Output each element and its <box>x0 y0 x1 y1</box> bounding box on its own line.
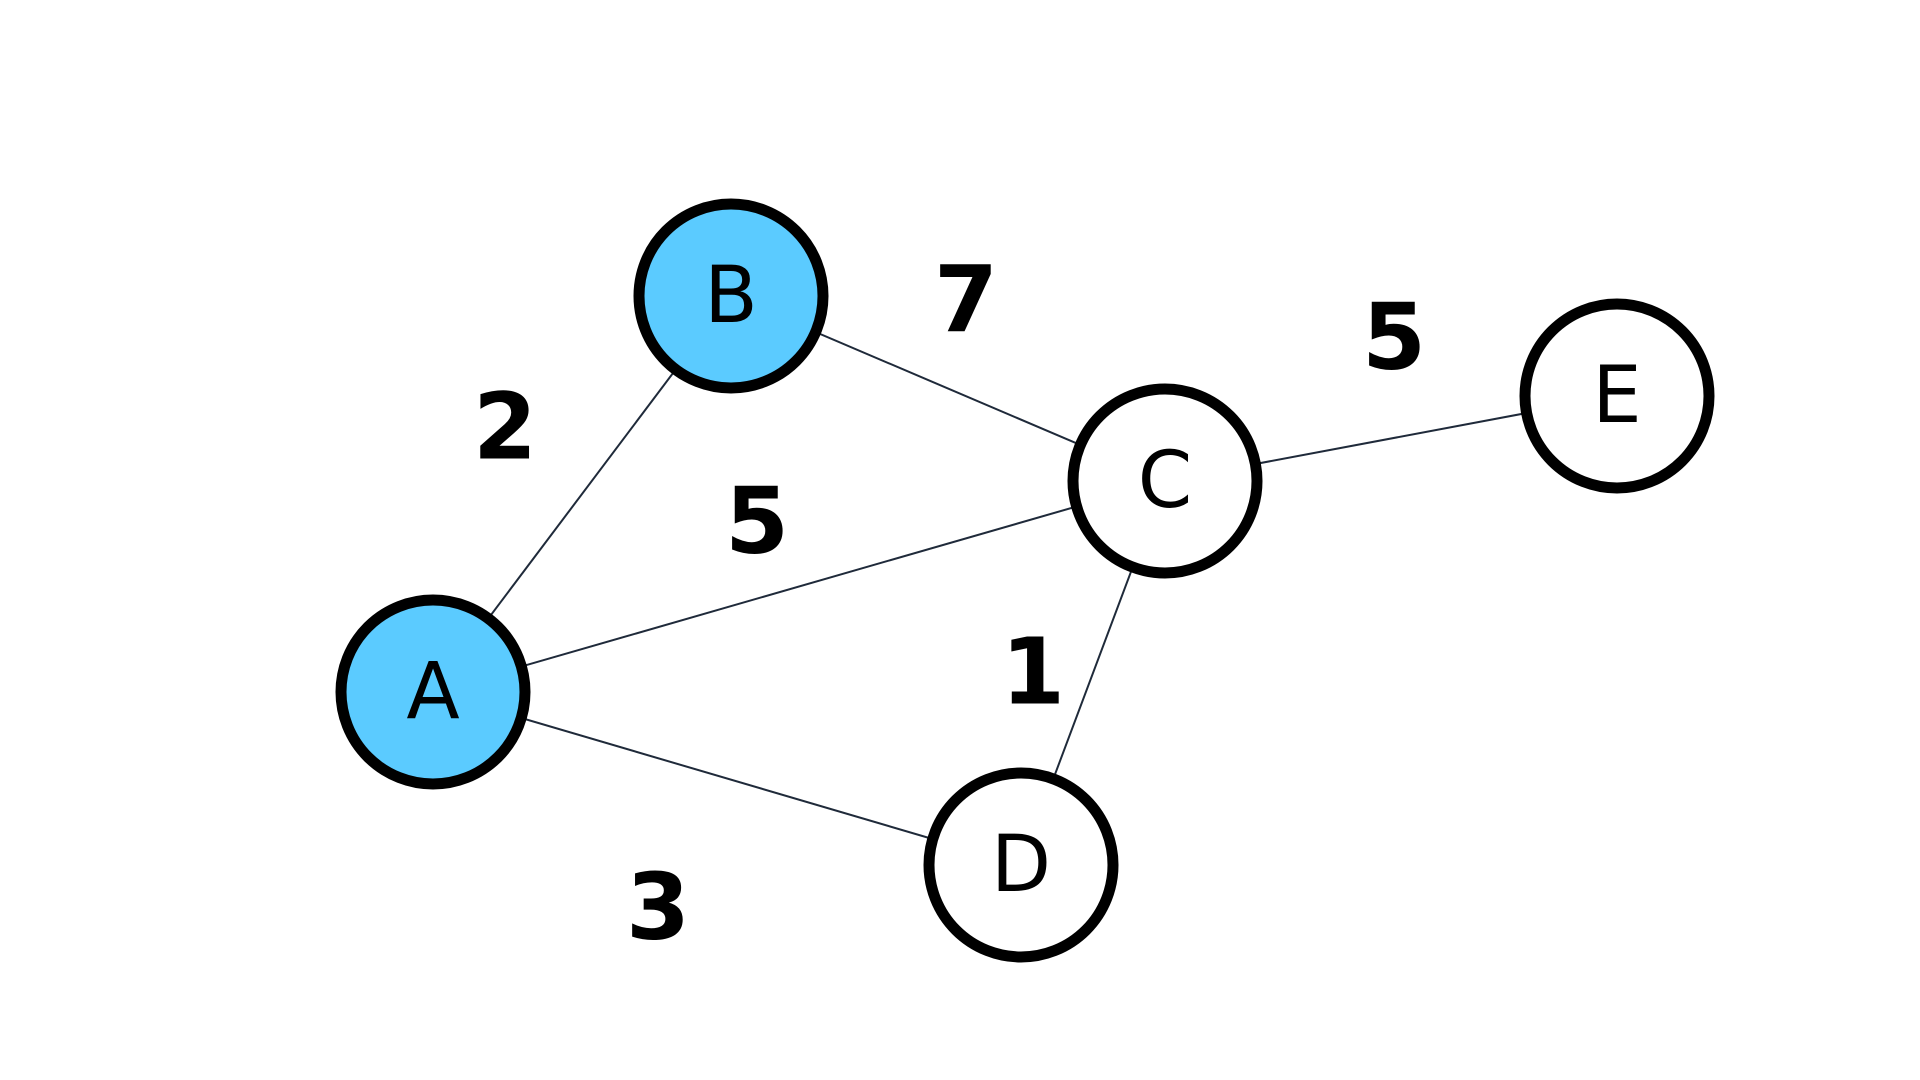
node-a: A <box>335 594 531 790</box>
node-e: E <box>1519 298 1715 494</box>
node-circle-e <box>1519 298 1715 494</box>
node-b: B <box>633 198 829 394</box>
node-circle-b <box>633 198 829 394</box>
node-label-b: B <box>704 251 758 341</box>
node-circle-d <box>923 767 1119 963</box>
edge-weight-a-c: 5 <box>725 468 789 575</box>
edge-weight-a-d: 3 <box>626 854 690 961</box>
node-circle-c <box>1067 383 1263 579</box>
edge-a-c <box>432 480 1166 693</box>
nodes-layer: A B C D E <box>335 198 1715 963</box>
node-c: C <box>1067 383 1263 579</box>
edge-weight-c-e: 5 <box>1362 284 1426 391</box>
node-circle-a <box>335 594 531 790</box>
node-label-c: C <box>1138 436 1192 526</box>
edge-weight-a-b: 2 <box>473 374 537 481</box>
edge-a-d <box>432 691 1022 866</box>
node-label-d: D <box>991 820 1051 910</box>
node-label-a: A <box>406 647 459 737</box>
node-d: D <box>923 767 1119 963</box>
node-label-e: E <box>1592 351 1641 441</box>
edge-weight-b-c: 7 <box>934 247 998 354</box>
edge-weight-c-d: 1 <box>1001 619 1065 726</box>
weights-layer: 2 7 5 5 1 3 <box>473 247 1426 961</box>
